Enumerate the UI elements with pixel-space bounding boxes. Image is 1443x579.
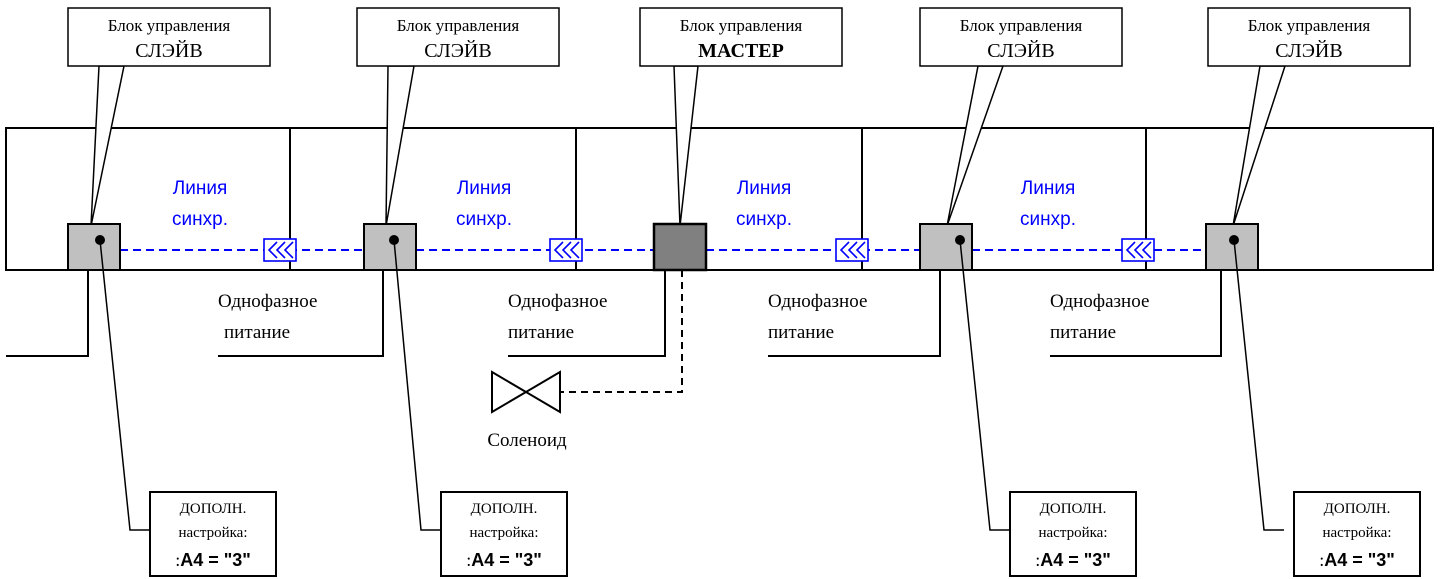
settings-line1: ДОПОЛН. bbox=[180, 501, 247, 517]
solenoid-valve-icon bbox=[491, 370, 561, 414]
master-control-unit bbox=[652, 222, 708, 272]
solenoid-wire bbox=[560, 270, 683, 393]
callouts: Блок управления СЛЭЙВ Блок управления СЛ… bbox=[67, 7, 1411, 67]
settings-prefix: : bbox=[175, 550, 180, 570]
control-units bbox=[67, 222, 1259, 272]
settings-box: ДОПОЛН. настройка: :A4 = "3" bbox=[149, 491, 277, 577]
callout-role: СЛЭЙВ bbox=[135, 39, 202, 62]
settings-value: A4 = "3" bbox=[1040, 550, 1111, 570]
power-label-line2: питание bbox=[768, 322, 834, 343]
sync-label-line2: синхр. bbox=[172, 209, 228, 230]
sync-connector-icon bbox=[1121, 238, 1155, 262]
power-label-line2: питание bbox=[508, 322, 574, 343]
settings-value: A4 = "3" bbox=[180, 550, 251, 570]
settings-line2: настройка: bbox=[179, 525, 248, 541]
callout-slave: Блок управления СЛЭЙВ bbox=[356, 7, 560, 67]
slave-control-unit bbox=[363, 223, 417, 271]
settings-line1: ДОПОЛН. bbox=[1040, 501, 1107, 517]
connection-dot bbox=[1229, 235, 1239, 245]
callout-pointers bbox=[90, 65, 1287, 227]
settings-prefix: : bbox=[1319, 550, 1324, 570]
sync-label-line1: Линия bbox=[1021, 178, 1075, 199]
settings-line1: ДОПОЛН. bbox=[1324, 501, 1391, 517]
settings-value-line: :A4 = "3" bbox=[1035, 550, 1111, 570]
settings-value-line: :A4 = "3" bbox=[466, 550, 542, 570]
settings-value: A4 = "3" bbox=[1324, 550, 1395, 570]
connection-dot bbox=[955, 235, 965, 245]
callout-title: Блок управления bbox=[397, 16, 520, 35]
sync-connector-icon bbox=[835, 238, 869, 262]
callout-slave: Блок управления СЛЭЙВ bbox=[67, 7, 271, 67]
connection-dot bbox=[95, 235, 105, 245]
sync-connector-icon bbox=[263, 238, 297, 262]
sync-label-line1: Линия bbox=[457, 178, 511, 199]
settings-line2: настройка: bbox=[470, 525, 539, 541]
settings-line2: настройка: bbox=[1039, 525, 1108, 541]
power-label-line1: Однофазное bbox=[768, 291, 867, 312]
power-label-line1: Однофазное bbox=[1050, 291, 1149, 312]
power-label-line2: питание bbox=[224, 322, 290, 343]
callout-title: Блок управления bbox=[960, 16, 1083, 35]
units-outline bbox=[5, 127, 1434, 271]
settings-value-line: :A4 = "3" bbox=[175, 550, 251, 570]
callout-title: Блок управления bbox=[1248, 16, 1371, 35]
callout-role: СЛЭЙВ bbox=[987, 39, 1054, 62]
settings-line1: ДОПОЛН. bbox=[471, 501, 538, 517]
connection-dots bbox=[95, 235, 1239, 245]
callout-title: Блок управления bbox=[680, 16, 803, 35]
sync-labels: Линия синхр. Линия синхр. Линия синхр. Л… bbox=[172, 178, 1076, 230]
sync-connector-icon bbox=[549, 238, 583, 262]
settings-line2: настройка: bbox=[1323, 525, 1392, 541]
settings-box: ДОПОЛН. настройка: :A4 = "3" bbox=[1009, 491, 1137, 577]
settings-prefix: : bbox=[1035, 550, 1040, 570]
callout-role: СЛЭЙВ bbox=[424, 39, 491, 62]
callout-role: МАСТЕР bbox=[698, 40, 784, 62]
power-label-line2: питание bbox=[1050, 322, 1116, 343]
connection-dot bbox=[389, 235, 399, 245]
power-wires bbox=[6, 270, 1222, 357]
callout-title: Блок управления bbox=[108, 16, 231, 35]
settings-box: ДОПОЛН. настройка: :A4 = "3" bbox=[1293, 491, 1421, 577]
power-labels: Однофазное питание Однофазное питание Од… bbox=[218, 291, 1149, 343]
callout-slave: Блок управления СЛЭЙВ bbox=[919, 7, 1123, 67]
sync-label-line2: синхр. bbox=[736, 209, 792, 230]
solenoid-label: Соленоид bbox=[487, 430, 567, 451]
sync-label-line2: синхр. bbox=[1020, 209, 1076, 230]
settings-prefix: : bbox=[466, 550, 471, 570]
callout-slave: Блок управления СЛЭЙВ bbox=[1207, 7, 1411, 67]
sync-label-line1: Линия bbox=[173, 178, 227, 199]
slave-control-unit bbox=[67, 223, 121, 271]
slave-control-unit bbox=[919, 223, 973, 271]
settings-value-line: :A4 = "3" bbox=[1319, 550, 1395, 570]
power-label-line1: Однофазное bbox=[508, 291, 607, 312]
callout-role: СЛЭЙВ bbox=[1275, 39, 1342, 62]
sync-label-line2: синхр. bbox=[456, 209, 512, 230]
power-label-line1: Однофазное bbox=[218, 291, 317, 312]
settings-value: A4 = "3" bbox=[471, 550, 542, 570]
sync-label-line1: Линия bbox=[737, 178, 791, 199]
sync-connectors bbox=[263, 238, 1155, 262]
slave-control-unit bbox=[1205, 223, 1259, 271]
settings-box: ДОПОЛН. настройка: :A4 = "3" bbox=[440, 491, 568, 577]
callout-master: Блок управления МАСТЕР bbox=[639, 7, 843, 67]
settings-boxes: ДОПОЛН. настройка: :A4 = "3" ДОПОЛН. нас… bbox=[149, 491, 1421, 577]
settings-leads bbox=[99, 239, 1284, 531]
